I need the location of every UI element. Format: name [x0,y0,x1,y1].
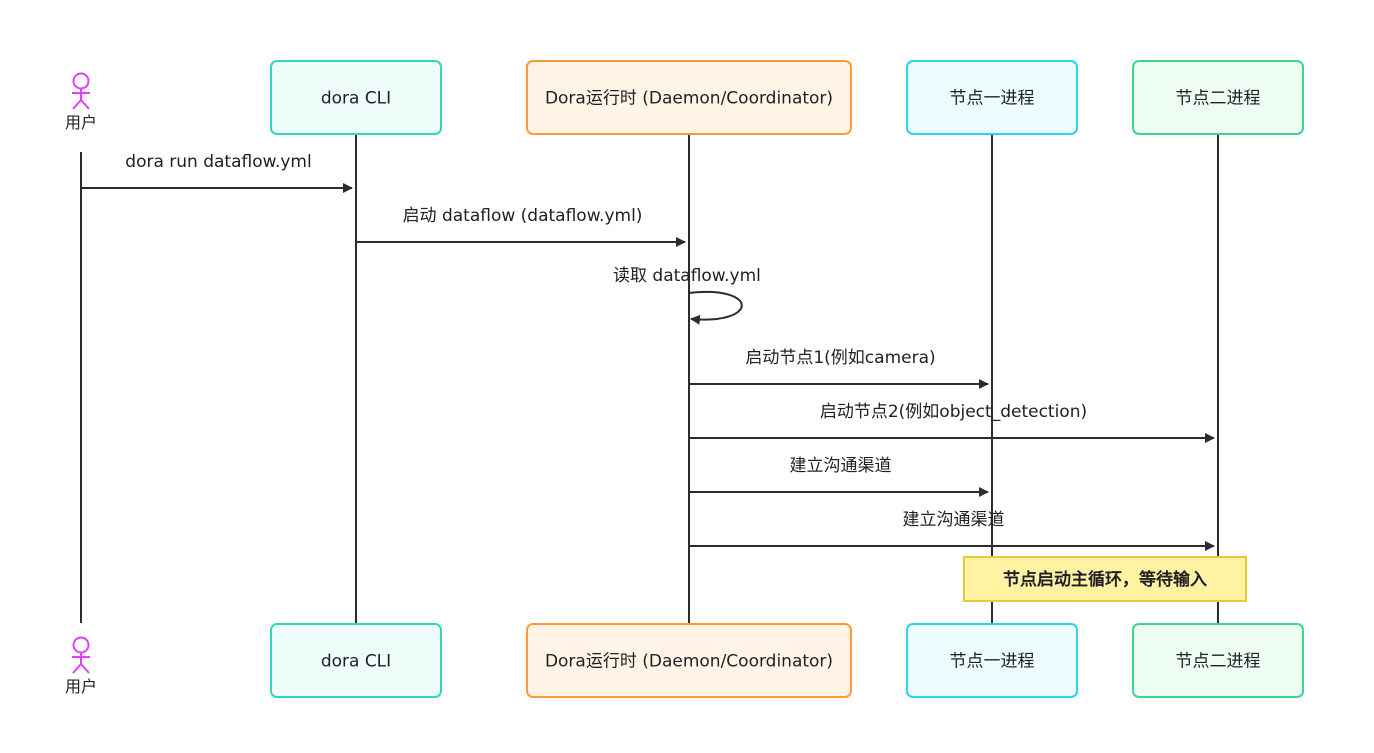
participant-node1-top: 节点一进程 [906,60,1078,135]
message-label: dora run dataflow.yml [125,152,311,172]
participant-cli-bottom: dora CLI [270,623,442,698]
message-1: dora run dataflow.yml [81,152,353,193]
note-box [963,556,1247,602]
participant-box [270,623,442,698]
message-label: 启动节点1(例如camera) [745,348,935,368]
participant-node2-bottom: 节点二进程 [1132,623,1304,698]
self-message-arrow [688,290,743,325]
message-4: 启动节点1(例如camera) [689,348,989,389]
participant-box [906,623,1078,698]
participant-box [526,623,852,698]
participant-node1-bottom: 节点一进程 [906,623,1078,698]
message-2: 启动 dataflow (dataflow.yml) [356,206,686,247]
participant-node2-top: 节点二进程 [1132,60,1304,135]
message-label: 建立沟通渠道 [790,456,892,476]
user-icon [72,72,90,110]
participant-box [1132,60,1304,135]
note-text: 节点启动主循环，等待输入 [1003,569,1207,590]
participant-box [526,60,852,135]
actor-top: 用户 [65,72,97,132]
participant-box [906,60,1078,135]
participant-box [270,60,442,135]
message-label: 启动 dataflow (dataflow.yml) [403,206,643,226]
participant-label: 节点二进程 [1176,652,1261,672]
participant-label: 节点二进程 [1176,89,1261,109]
participant-label: Dora运行时 (Daemon/Coordinator) [545,89,833,109]
message-3: 读取 dataflow.yml [613,266,761,325]
participant-runtime-top: Dora运行时 (Daemon/Coordinator) [526,60,852,135]
message-label: 读取 dataflow.yml [613,266,761,286]
message-6: 建立沟通渠道 [689,456,989,497]
message-label: 建立沟通渠道 [903,510,1005,530]
message-label: 启动节点2(例如object_detection) [820,402,1087,422]
participant-label: 节点一进程 [950,89,1035,109]
user-icon [72,636,90,674]
actor-label: 用户 [65,113,97,132]
participant-box [1132,623,1304,698]
note: 节点启动主循环，等待输入 [963,556,1247,602]
participant-label: 节点一进程 [950,652,1035,672]
participant-label: Dora运行时 (Daemon/Coordinator) [545,652,833,672]
participant-label: dora CLI [321,652,391,672]
participant-cli-top: dora CLI [270,60,442,135]
participant-label: dora CLI [321,89,391,109]
message-7: 建立沟通渠道 [689,510,1215,551]
actor-label: 用户 [65,677,97,696]
participant-runtime-bottom: Dora运行时 (Daemon/Coordinator) [526,623,852,698]
actor-bottom: 用户 [65,636,97,696]
message-5: 启动节点2(例如object_detection) [689,402,1215,443]
